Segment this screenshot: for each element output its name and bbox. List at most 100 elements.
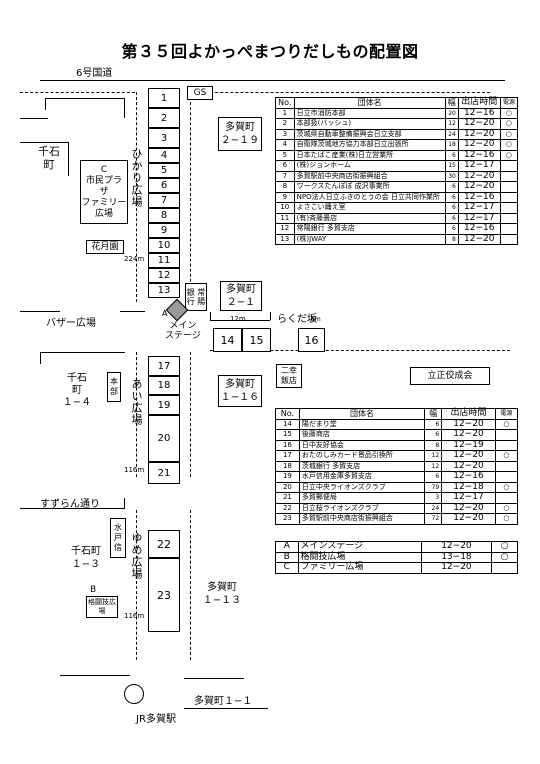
- row-name: 日立中央ライオンズクラブ: [298, 481, 426, 493]
- row-no: 16: [275, 439, 300, 451]
- roundabout-circle: [124, 684, 144, 704]
- stall-10: 10: [148, 238, 180, 253]
- row-name: 多賀郵便局: [298, 492, 426, 504]
- row-power: [499, 160, 519, 172]
- stall-15: 15: [242, 328, 271, 352]
- block-edge: [124, 498, 125, 508]
- row-width: 6: [444, 191, 459, 203]
- row-width: 12: [444, 118, 459, 130]
- national-road-label: 6号国道: [76, 68, 113, 79]
- row-time: 12−16: [457, 149, 501, 161]
- row-power: ○: [494, 513, 519, 525]
- row-no: 19: [275, 471, 300, 483]
- row-time: 12−20: [441, 429, 496, 441]
- risshokosei: 立正佼成会: [410, 367, 490, 385]
- row-power: [499, 170, 519, 182]
- col-time: 出店時間: [441, 408, 496, 420]
- senkokucho-top-label: 千石 町: [34, 143, 64, 173]
- tagacho-1-16: 多賀町 １−１６: [218, 375, 262, 407]
- stall-18: 18: [148, 376, 180, 395]
- row-power: ○: [499, 128, 519, 140]
- stall-21: 21: [148, 462, 180, 484]
- distance-8-label: 8m: [311, 316, 321, 323]
- road-line-top: [40, 80, 505, 81]
- stall-17: 17: [148, 356, 180, 376]
- row-name: 後藤商店: [298, 429, 426, 441]
- row-name: 多賀駅前中央商店街振興組合: [293, 170, 446, 182]
- row-no: C: [275, 562, 299, 574]
- row-time: 12−20: [441, 513, 496, 525]
- row-name: 茨城銀行 多賀支店: [298, 460, 426, 472]
- row-name: 水戸信用金庫多賀支店: [298, 471, 426, 483]
- row-no: 3: [275, 128, 295, 140]
- block-edge: [40, 352, 41, 364]
- bazar-label: バザー広場: [46, 318, 96, 329]
- b-label: B: [90, 585, 97, 595]
- main-stage-a-label: A: [162, 309, 168, 318]
- distance-12-label: 12m: [230, 315, 246, 323]
- col-width: 幅: [424, 408, 443, 420]
- joyo-label: 常 陽: [197, 288, 206, 306]
- row-width: 15: [444, 160, 459, 172]
- row-time: 12−17: [457, 202, 501, 214]
- road-line: [60, 675, 130, 676]
- block-edge: [20, 118, 48, 119]
- stall-5: 5: [148, 163, 180, 178]
- row-no: 4: [275, 139, 295, 151]
- stall-1: 1: [148, 88, 180, 108]
- senkokucho-1-4: 千石 町 １−４: [58, 373, 96, 409]
- block-edge: [184, 708, 268, 709]
- street-line: [190, 92, 191, 302]
- mito-shinkin: 水 戸 信: [110, 518, 126, 558]
- stall-16: 16: [298, 328, 325, 352]
- row-time: 12−16: [457, 191, 501, 203]
- row-time: 12−17: [457, 212, 501, 224]
- row-time: 13−18: [420, 551, 493, 563]
- tagacho-1-1-label: 多賀町１−１: [194, 696, 253, 707]
- jr-taga-station: JR多賀駅: [128, 712, 184, 727]
- row-time: 12−18: [441, 481, 496, 493]
- gs-label: GS: [193, 87, 207, 98]
- distance-116a-label: 116m: [124, 466, 145, 474]
- row-power: [494, 429, 519, 441]
- row-time: 12−20: [457, 139, 501, 151]
- row-name: 本部扱(バッシュ): [293, 118, 446, 130]
- row-no: A: [275, 541, 299, 553]
- tagacho-1-13: 多賀町 １−１３: [198, 578, 246, 610]
- stall-3: 3: [148, 128, 180, 148]
- row-name: (株)ジョンホーム: [293, 160, 446, 172]
- row-no: 11: [275, 212, 295, 224]
- road-dash: [20, 92, 135, 93]
- row-width: 79: [424, 481, 443, 493]
- row-width: 6: [444, 202, 459, 214]
- road-dash: [210, 350, 510, 351]
- senkokucho-1-3: 千石町 １−３: [66, 542, 106, 574]
- row-power: ○: [491, 551, 518, 563]
- row-width: 12: [424, 450, 443, 462]
- row-name: (有)斉藤畳店: [293, 212, 446, 224]
- row-name: 日立桜ライオンズクラブ: [298, 502, 426, 514]
- row-no: 14: [275, 418, 300, 430]
- row-power: ○: [494, 450, 519, 462]
- row-no: 5: [275, 149, 295, 161]
- block-edge: [210, 312, 211, 320]
- row-power: ○: [499, 149, 519, 161]
- col-no: No.: [275, 408, 300, 420]
- block-edge: [45, 98, 46, 110]
- row-time: 12−20: [457, 233, 501, 245]
- street-line: [136, 92, 137, 302]
- stall-22: 22: [148, 530, 180, 558]
- road-dash: [190, 92, 490, 93]
- row-time: 12−20: [420, 562, 493, 574]
- row-time: 12−20: [441, 418, 496, 430]
- row-width: 8: [444, 233, 459, 245]
